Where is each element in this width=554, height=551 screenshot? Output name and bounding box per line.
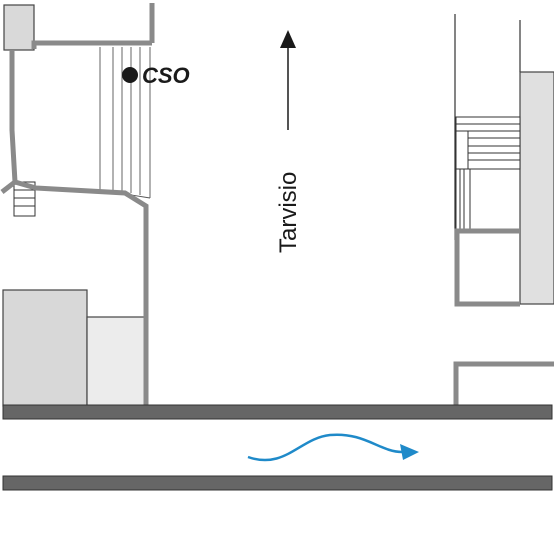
- right-building-complex: [454, 14, 554, 307]
- pipe-network: [0, 3, 554, 410]
- cso-label: CSO: [142, 63, 190, 88]
- pipe-right-connector: [453, 361, 554, 406]
- arrow-up-icon: [280, 30, 296, 130]
- flow-arrow-icon: [247, 433, 419, 462]
- channel-bank-top: [2, 404, 553, 420]
- stair-structure-right: [455, 116, 521, 230]
- pipe-top-horizontal: [31, 40, 152, 49]
- building-small-top-left: [3, 4, 35, 51]
- building-tall-right: [519, 71, 554, 305]
- cso-marker-icon[interactable]: [122, 67, 138, 83]
- direction-label: Tarvisio: [275, 172, 302, 253]
- channel-bank-bottom: [2, 475, 553, 491]
- pipe-left-branch: [0, 50, 18, 194]
- pipe-right-box: [454, 228, 520, 307]
- stair-block-small-left: [13, 181, 36, 217]
- building-medium-left: [86, 316, 146, 407]
- building-large-left: [2, 289, 88, 407]
- pipe-main-collector: [14, 179, 149, 410]
